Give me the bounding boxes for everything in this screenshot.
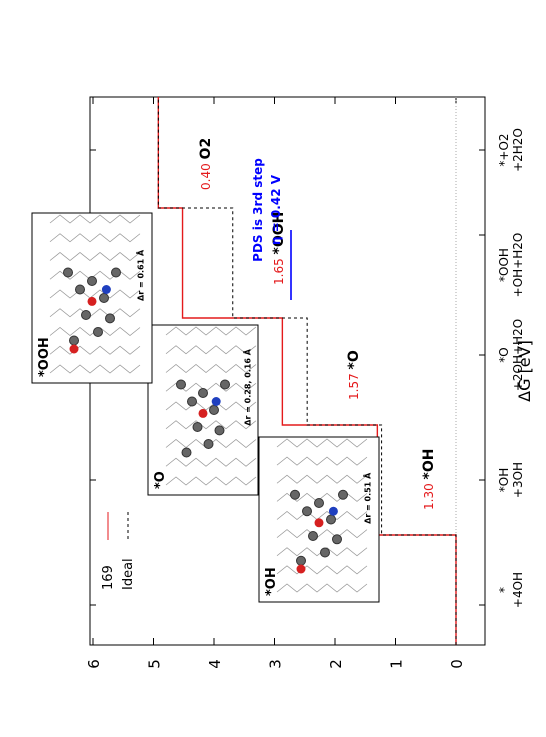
oxygen-atom [87, 296, 97, 306]
step-label: 1.57 *O [346, 350, 362, 400]
carbon-atom [290, 489, 300, 500]
x-tick-label-bottom: +3OH [511, 462, 525, 498]
y-tick-label: 2 [327, 659, 345, 669]
lattice-line [276, 529, 368, 539]
step-label: 1.30 *OH [421, 449, 437, 511]
carbon-atom [75, 284, 85, 295]
y-axis-label: ΔG [eV] [515, 340, 534, 402]
y-tick-label: 1 [388, 659, 406, 669]
step-species: O2 [198, 138, 214, 160]
x-tick-label-top: *OH [497, 468, 511, 492]
annotation-overpotential: η = 0.42 V [269, 174, 283, 245]
inset-dr: Δr = 0.51 Å [363, 472, 373, 524]
step-energy-value: 1.65 [272, 254, 286, 285]
lattice-line [49, 214, 141, 224]
carbon-atom [69, 335, 79, 346]
annotation-pds: PDS is 3rd step [251, 158, 265, 262]
carbon-atom [314, 498, 324, 508]
step-species: *OOH [271, 212, 287, 255]
y-tick-label: 0 [448, 659, 466, 669]
carbon-atom [209, 405, 219, 415]
carbon-atom [338, 489, 348, 500]
x-tick-label-bottom: +OH+H2O [511, 233, 525, 298]
carbon-atom [326, 514, 336, 525]
lattice-line [165, 363, 257, 374]
lattice-line [165, 457, 257, 467]
carbon-atom [198, 388, 208, 398]
step-species: *O [346, 350, 362, 369]
lattice-line [276, 438, 368, 448]
oxygen-atom-2 [296, 564, 306, 574]
step-label: 0.40 O2 [198, 138, 214, 190]
carbon-atom [302, 506, 312, 517]
x-tick-label-bottom: +2OH+H2O [511, 319, 525, 391]
step-energy-value: 0.40 [199, 159, 213, 190]
inset-label: *O [153, 471, 168, 489]
lattice-line [49, 289, 141, 299]
inset-dr: Δr = 0.28, 0.16 Å [242, 348, 252, 425]
carbon-atom [203, 439, 214, 449]
lattice-line [49, 308, 141, 318]
carbon-atom [220, 379, 230, 390]
x-tick-label-top: *+O2 [497, 133, 511, 166]
oxygen-atom [314, 518, 324, 528]
carbon-atom [99, 293, 109, 303]
x-tick-label-bottom: +2H2O [511, 128, 525, 172]
carbon-atom [187, 396, 197, 407]
legend-label-169: 169 [101, 565, 116, 590]
legend-label-ideal: Ideal [121, 558, 136, 590]
lattice-line [276, 565, 368, 575]
y-tick-label: 6 [85, 659, 103, 669]
lattice-line [49, 251, 141, 262]
x-tick-label-top: *OOH [497, 248, 511, 282]
lattice-line [276, 474, 368, 484]
oxygen-atom-2 [69, 344, 79, 354]
carbon-atom [214, 425, 225, 436]
carbon-atom [63, 267, 73, 278]
x-tick-label-top: *O [497, 347, 511, 362]
carbon-atom [105, 313, 115, 324]
step-label: 1.65 *OOH [271, 212, 287, 285]
carbon-atom [181, 447, 192, 458]
y-tick-label: 5 [146, 659, 164, 669]
lattice-line [165, 345, 257, 355]
inset-label: *OOH [37, 337, 52, 377]
lattice-line [49, 345, 141, 355]
nitrogen-atom [101, 285, 111, 294]
y-tick-label: 3 [267, 659, 285, 669]
lattice-line [49, 233, 141, 243]
carbon-atom [296, 555, 306, 566]
lattice-line [49, 364, 141, 374]
lattice-line [276, 456, 368, 466]
lattice-line [165, 326, 257, 336]
x-tick-label-bottom: +4OH [511, 572, 525, 608]
step-energy-value: 1.30 [422, 479, 436, 510]
carbon-atom [93, 327, 103, 337]
lattice-line [165, 420, 257, 430]
y-tick-label: 4 [206, 659, 224, 669]
nitrogen-atom [328, 506, 338, 516]
nitrogen-atom [211, 397, 221, 406]
inset-dr: Δr = 0.61 Å [136, 249, 146, 301]
carbon-atom [332, 534, 342, 545]
carbon-atom [176, 379, 186, 390]
oxygen-atom [198, 408, 208, 418]
lattice-line [165, 476, 257, 486]
step-species: *OH [421, 449, 437, 480]
series-Ideal-line [157, 97, 457, 645]
lattice-line [276, 510, 368, 521]
lattice-line [276, 583, 368, 593]
carbon-atom [111, 267, 121, 278]
x-tick-label-top: * [497, 587, 511, 593]
inset-label: *OH [264, 567, 279, 596]
carbon-atom [308, 531, 318, 541]
carbon-atom [192, 422, 203, 432]
carbon-atom [81, 310, 91, 320]
step-energy-value: 1.57 [347, 369, 361, 400]
carbon-atom [320, 547, 330, 558]
carbon-atom [87, 276, 97, 286]
